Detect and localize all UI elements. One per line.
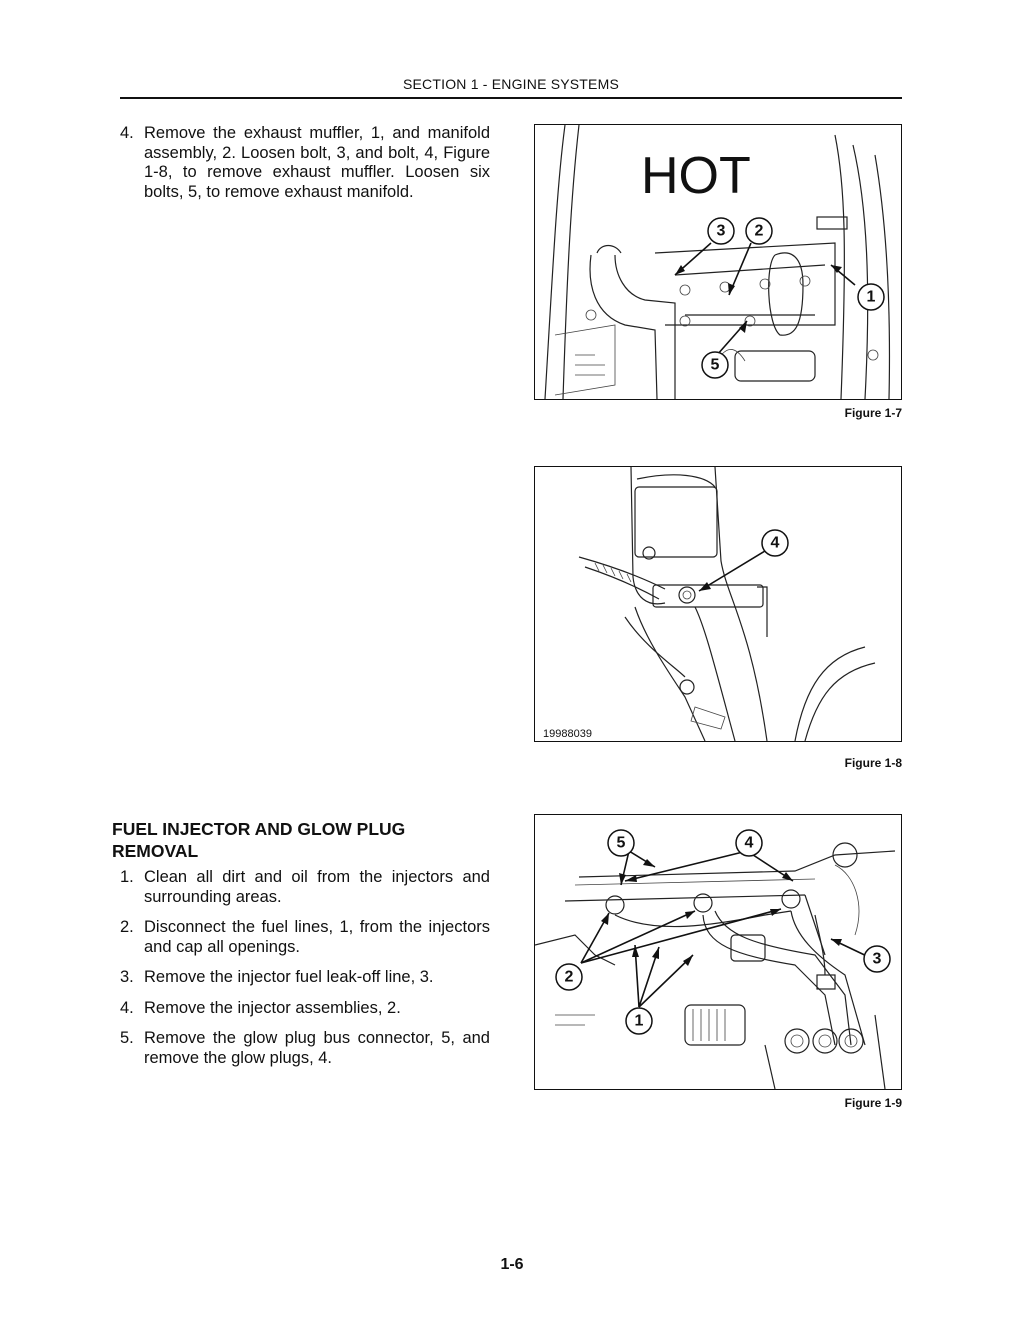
exhaust-steps: 4. Remove the exhaust muffler, 1, and ma…	[112, 124, 490, 213]
step-number: 1.	[120, 868, 134, 886]
callout-5: 5	[607, 829, 635, 857]
callout-1: 1	[625, 1007, 653, 1035]
step-number: 5.	[120, 1029, 134, 1047]
hot-warning-label: HOT	[641, 147, 751, 205]
figure-1-9-caption: Figure 1-9	[844, 1096, 902, 1110]
svg-text:3: 3	[717, 223, 726, 240]
step-item: 2. Disconnect the fuel lines, 1, from th…	[112, 918, 490, 957]
step-text: Remove the injector fuel leak-off line, …	[144, 968, 434, 986]
step-item: 5. Remove the glow plug bus connector, 5…	[112, 1029, 490, 1068]
section-header: SECTION 1 - ENGINE SYSTEMS	[402, 76, 619, 92]
figure-1-8-illustration: 4 19988039	[534, 466, 902, 742]
step-item: 4. Remove the injector assemblies, 2.	[112, 999, 490, 1019]
callout-2: 2	[555, 963, 583, 991]
callout-4: 4	[761, 529, 789, 557]
step-text: Remove the injector assemblies, 2.	[144, 998, 401, 1017]
callout-5: 5	[701, 351, 729, 379]
page-number: 1-6	[500, 1256, 524, 1273]
step-number: 3.	[120, 968, 134, 986]
callout-3: 3	[863, 945, 891, 973]
step-number: 4.	[120, 998, 134, 1017]
svg-text:2: 2	[755, 223, 764, 240]
figure-image-id: 19988039	[543, 728, 592, 740]
step-item: 3. Remove the injector fuel leak-off lin…	[112, 968, 490, 988]
step-number: 4.	[120, 124, 134, 142]
section-heading: FUEL INJECTOR AND GLOW PLUG REMOVAL	[112, 819, 406, 861]
callout-2: 2	[745, 217, 773, 245]
figure-1-9-illustration: 5 4 3 2 1	[534, 814, 902, 1090]
svg-text:3: 3	[873, 951, 882, 968]
svg-text:4: 4	[745, 835, 754, 852]
step-text: Remove the exhaust muffler, 1, and manif…	[144, 124, 490, 201]
callout-3: 3	[707, 217, 735, 245]
step-text: Remove the glow plug bus connector, 5, a…	[144, 1029, 490, 1067]
figure-1-8-caption: Figure 1-8	[844, 756, 902, 770]
svg-text:1: 1	[867, 289, 876, 306]
svg-text:5: 5	[711, 357, 720, 374]
header-rule	[120, 97, 902, 99]
step-text: Disconnect the fuel lines, 1, from the i…	[144, 918, 490, 956]
callout-4: 4	[735, 829, 763, 857]
svg-text:1: 1	[635, 1013, 644, 1030]
svg-text:5: 5	[617, 835, 626, 852]
step-item: 4. Remove the exhaust muffler, 1, and ma…	[112, 124, 490, 202]
step-item: 1. Clean all dirt and oil from the injec…	[112, 868, 490, 907]
svg-text:2: 2	[565, 969, 574, 986]
fuel-injector-section: FUEL INJECTOR AND GLOW PLUG REMOVAL 1. C…	[112, 818, 490, 1079]
callout-1: 1	[857, 283, 885, 311]
figure-1-7-illustration: HOT 3 2 1 5	[534, 124, 902, 400]
step-text: Clean all dirt and oil from the injector…	[144, 868, 490, 906]
figure-1-7-caption: Figure 1-7	[844, 406, 902, 420]
step-number: 2.	[120, 918, 134, 936]
svg-text:4: 4	[771, 535, 780, 552]
